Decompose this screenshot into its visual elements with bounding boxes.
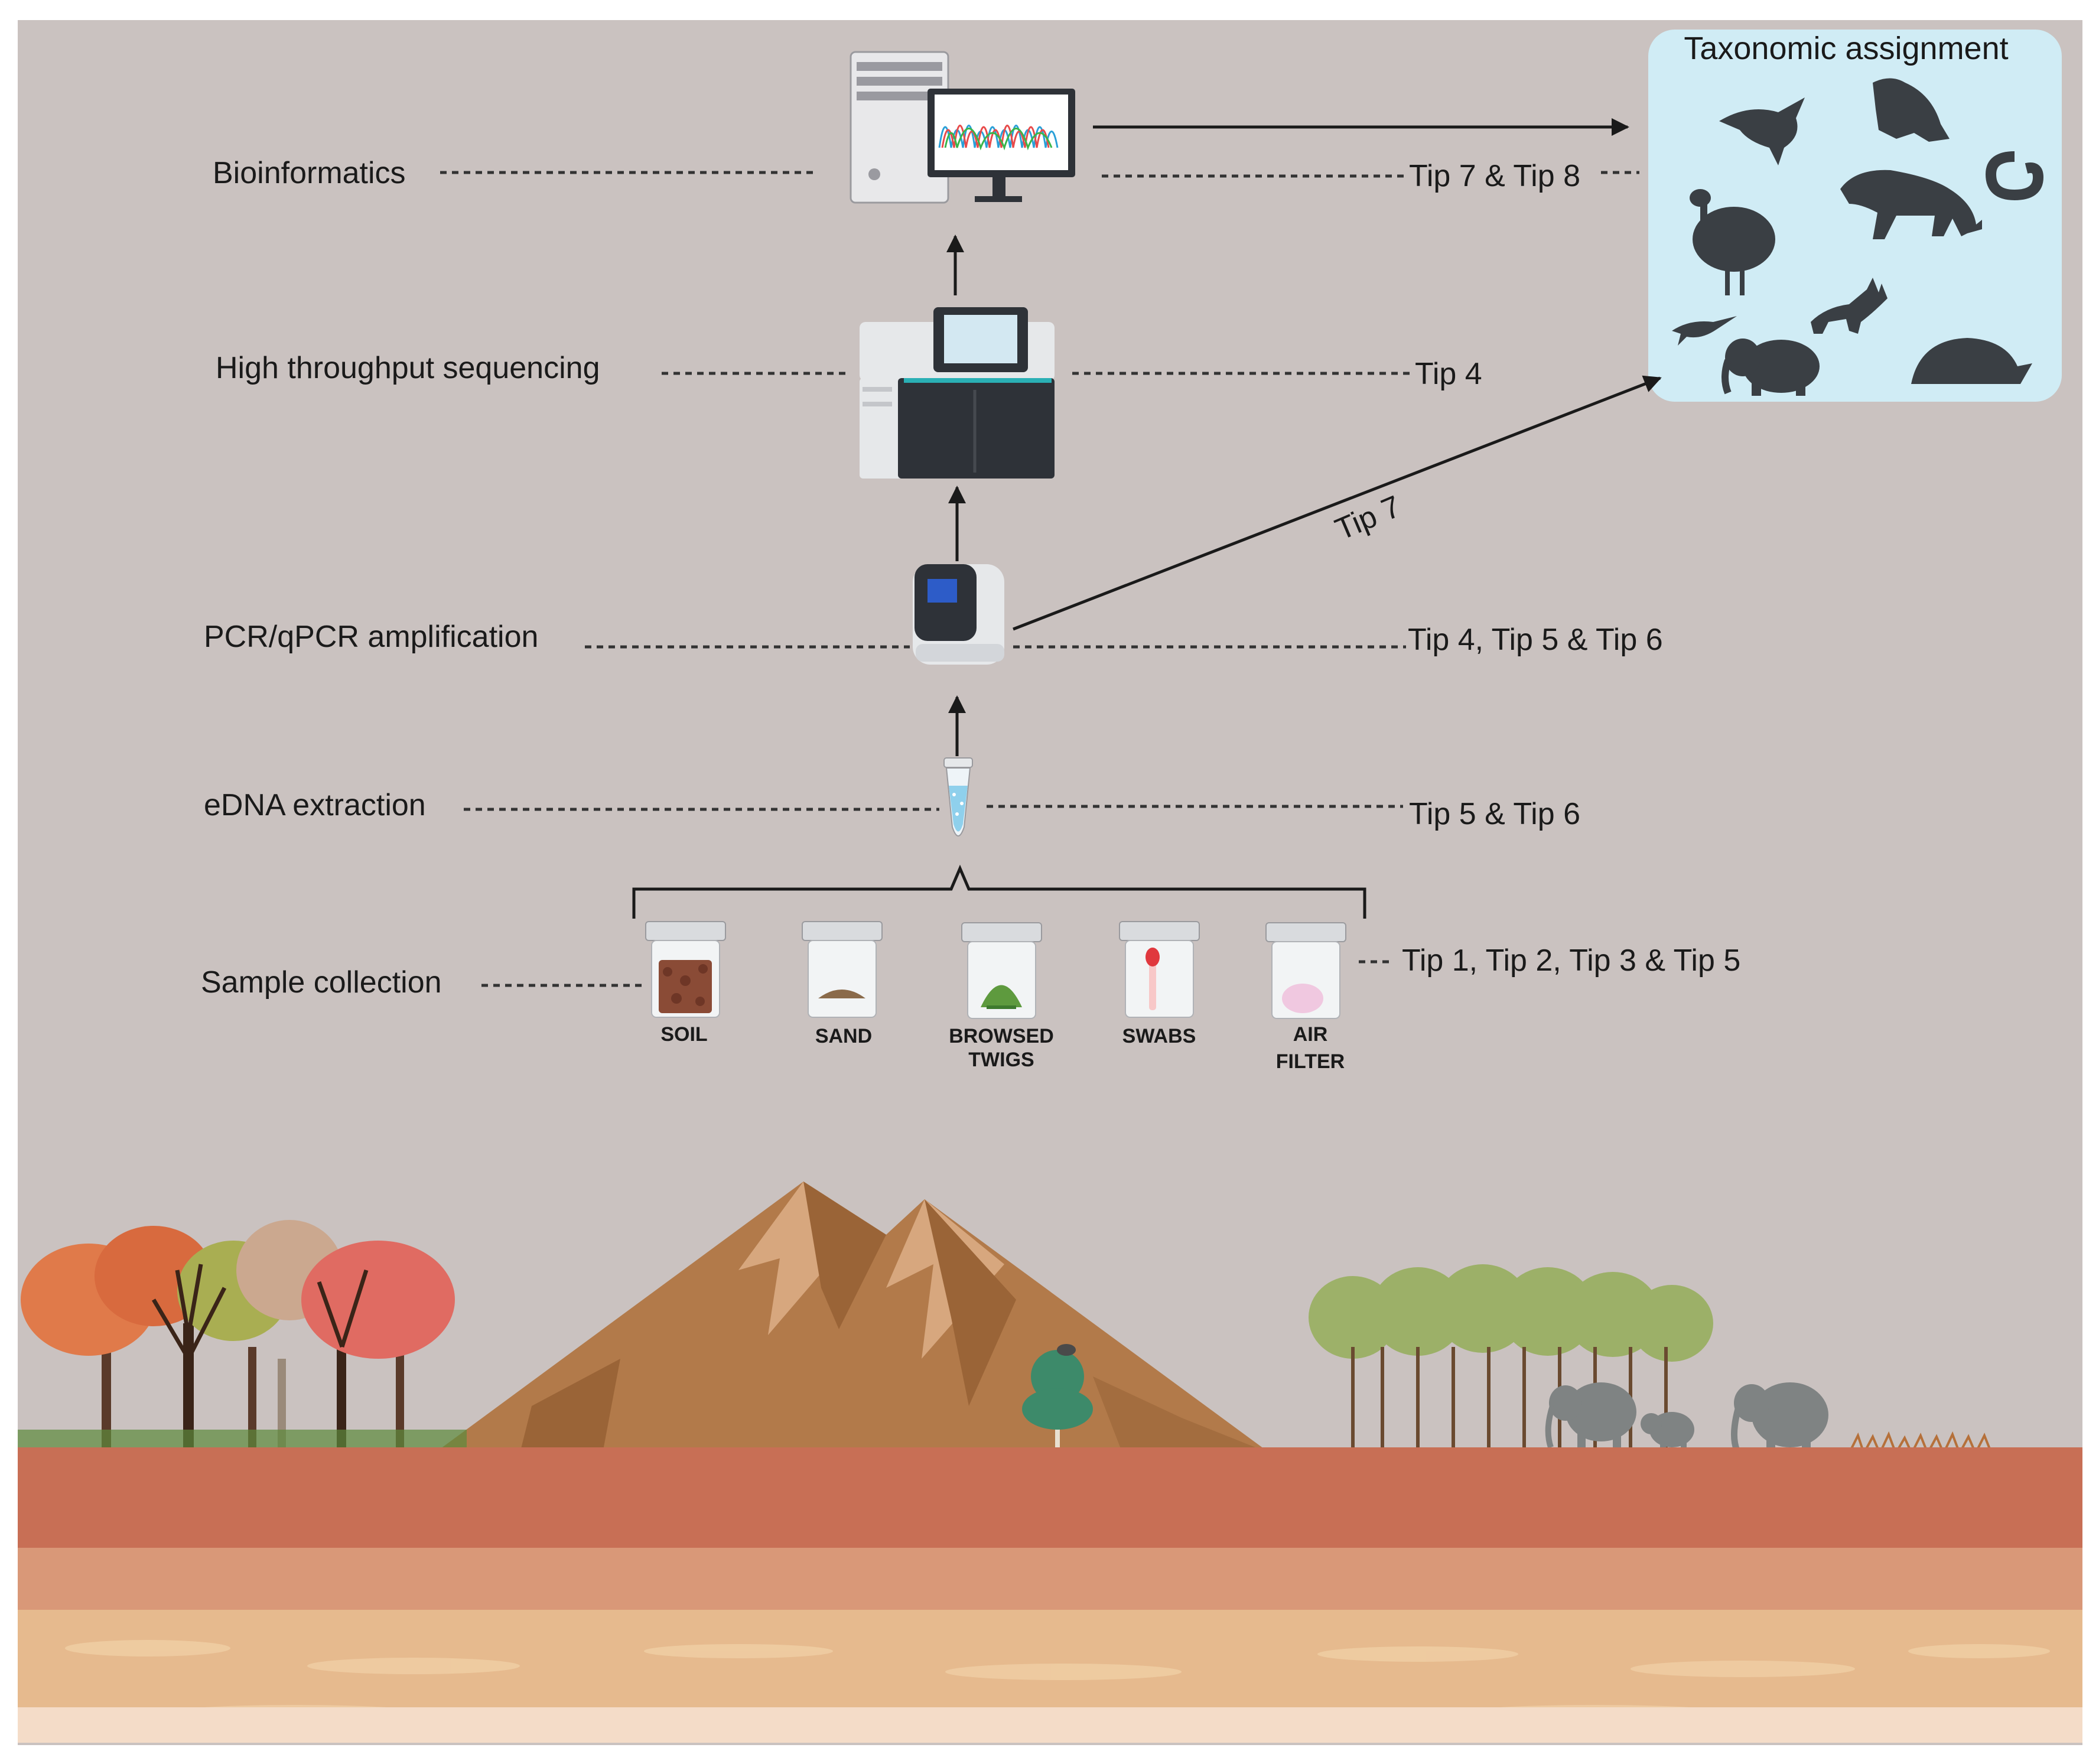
sample-label-browsed: BROWSED [949, 1025, 1054, 1047]
green-forest-illustration [1309, 1264, 1713, 1447]
ground-bottom-fade [18, 1707, 2082, 1743]
autumn-forest-illustration [18, 1220, 467, 1468]
swabs-sample-jar-icon [1119, 921, 1200, 1018]
bird-silhouette-icon [1719, 97, 1805, 165]
sample-label-swabs: SWABS [1122, 1025, 1196, 1047]
tip-label-bioinformatics: Tip 7 & Tip 8 [1409, 159, 1580, 193]
taxonomy-title: Taxonomic assignment [1684, 31, 2008, 66]
sample-bracket [632, 864, 1366, 919]
emu-silhouette-icon [1690, 189, 1775, 295]
frog-silhouette-icon [1873, 78, 1950, 142]
sample-label-air: AIR [1293, 1023, 1328, 1046]
jackal-silhouette-icon [1811, 278, 1888, 334]
computer-icon [850, 51, 1075, 204]
sample-label-sand: SAND [815, 1025, 872, 1047]
snake-silhouette-icon [1985, 151, 2044, 201]
arrow-pcr-to-taxonomy [1013, 375, 1662, 631]
ground-top-layer [18, 1447, 2082, 1554]
air-filter-sample-jar-icon [1265, 922, 1346, 1019]
step-label-pcr: PCR/qPCR amplification [204, 620, 538, 654]
sample-label-soil: SOIL [660, 1023, 707, 1046]
step-label-collection: Sample collection [201, 965, 442, 1000]
step-label-sequencing: High throughput sequencing [216, 351, 600, 385]
tip-label-extraction: Tip 5 & Tip 6 [1409, 797, 1580, 831]
sample-label-filter: FILTER [1276, 1050, 1345, 1073]
soil-sample-jar-icon [645, 921, 726, 1018]
browsed-twigs-sample-jar-icon [961, 922, 1042, 1019]
tip-label-pcr: Tip 4, Tip 5 & Tip 6 [1408, 623, 1663, 657]
dry-grass-illustration [1848, 1431, 1993, 1457]
ground-middle-layer [18, 1548, 2082, 1613]
small-tree-illustration [1022, 1344, 1093, 1468]
tip-label-sequencing: Tip 4 [1415, 357, 1482, 391]
pcr-machine-icon [913, 564, 1004, 665]
lizard-silhouette-icon [1672, 316, 1737, 346]
sequencer-icon [860, 307, 1055, 479]
elephant-silhouette-icon [1721, 339, 1820, 396]
edna-tube-icon [943, 757, 973, 837]
step-label-extraction: eDNA extraction [204, 788, 426, 822]
sample-label-twigs: TWIGS [968, 1049, 1034, 1071]
lion-silhouette-icon [1840, 170, 1982, 239]
tip-label-collection: Tip 1, Tip 2, Tip 3 & Tip 5 [1402, 943, 1740, 978]
taxonomic-assignment-panel: Taxonomic assignment [1648, 30, 2062, 402]
step-label-bioinformatics: Bioinformatics [213, 156, 406, 190]
tortoise-silhouette-icon [1911, 338, 2032, 384]
sand-sample-jar-icon [802, 921, 883, 1018]
landscape-illustration [18, 1182, 2082, 1743]
